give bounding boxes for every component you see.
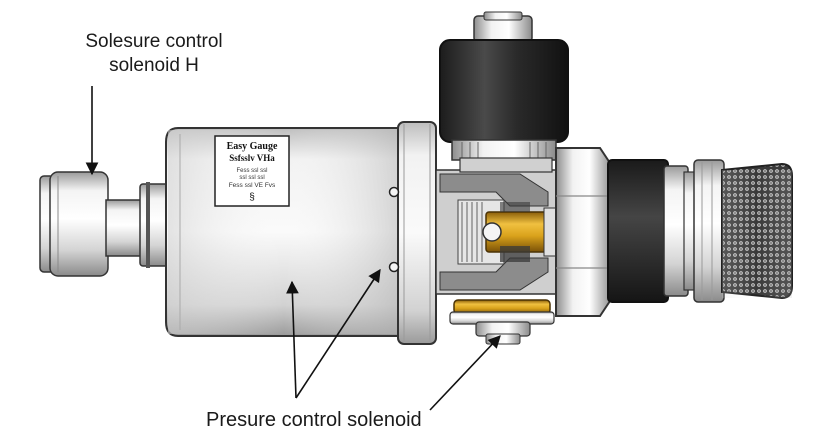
arrow-screw <box>295 268 381 399</box>
brass-plunger <box>482 207 559 257</box>
screw-icon <box>388 186 400 198</box>
solenoid-body <box>165 121 437 345</box>
black-sleeve <box>607 159 669 303</box>
nameplate-line2: Ssfsslv VHa <box>229 153 275 163</box>
left-shaft <box>105 182 175 268</box>
nameplate-line3: Fess ssl ssl <box>236 168 267 174</box>
arrow-body <box>286 280 299 399</box>
nameplate: Easy Gauge Ssfsslv VHa Fess ssl ssl ssl … <box>214 135 290 207</box>
callout-top-line1: Solesure control <box>85 31 223 52</box>
hex-nut <box>555 147 613 317</box>
callout-label-bottom: Presure control solenoid <box>206 409 422 431</box>
nameplate-line4: ssl ssl ssl <box>239 175 264 181</box>
callout-label-top: Solesure control solenoid H <box>70 30 238 78</box>
cutaway-section <box>435 169 561 295</box>
nameplate-line1: Easy Gauge <box>227 141 278 152</box>
arrow-bottom-fitting <box>429 335 501 411</box>
callout-top-line2: solenoid H <box>109 55 199 76</box>
bottom-fitting <box>449 299 555 345</box>
nameplate-symbol: § <box>249 192 255 203</box>
top-solenoid <box>439 11 569 173</box>
nameplate-line5: Fess ssl VE Fvs <box>229 182 276 189</box>
callout-arrows <box>85 86 501 411</box>
screw-icon <box>388 261 400 273</box>
left-end-cap <box>39 171 109 277</box>
right-coupling <box>663 159 725 303</box>
knurled-knob <box>721 162 793 300</box>
